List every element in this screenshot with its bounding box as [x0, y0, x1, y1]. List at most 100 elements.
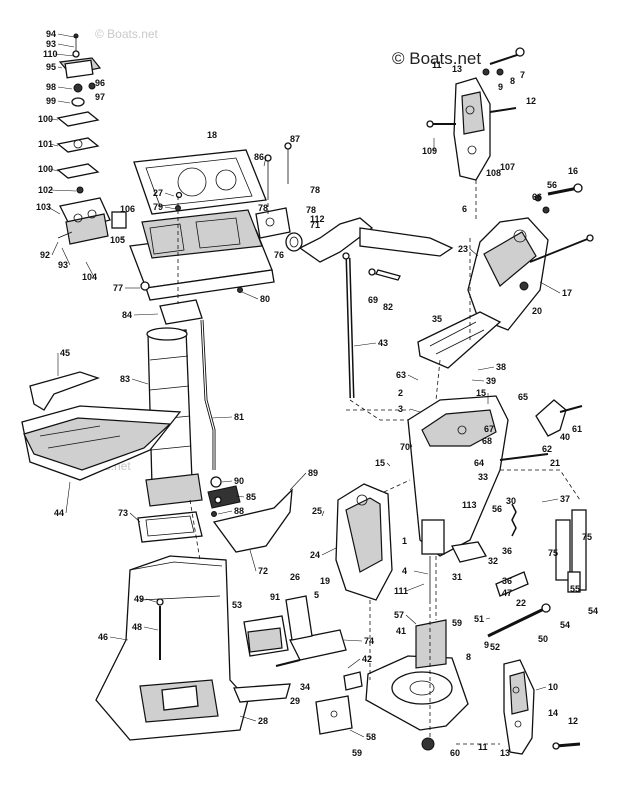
part-label-96: 96	[95, 78, 105, 88]
lower-unit	[343, 619, 469, 751]
leader-line-15b	[386, 462, 391, 467]
part-label-59b: 59	[352, 748, 362, 758]
part-label-67: 67	[484, 424, 494, 434]
leader-line-102	[49, 189, 77, 192]
part-label-36a: 36	[502, 546, 512, 556]
part-label-36b: 36	[502, 576, 512, 586]
part-label-90: 90	[234, 476, 244, 486]
leader-line-25	[321, 510, 325, 517]
leader-line-63	[407, 374, 419, 381]
bracket-85	[207, 485, 241, 509]
part-label-111: 111	[394, 586, 408, 596]
part-label-112: 112	[310, 214, 325, 224]
part-label-91: 91	[270, 592, 280, 602]
swivel-arm-top	[426, 47, 525, 181]
leader-line-79	[164, 206, 177, 210]
leader-line-37	[541, 498, 559, 503]
exhaust-cover	[29, 371, 100, 411]
part-label-99: 99	[46, 96, 56, 106]
part-label-106: 106	[120, 204, 135, 214]
leader-line-72	[249, 549, 257, 572]
part-label-95: 95	[46, 62, 56, 72]
part-label-8b: 8	[466, 652, 471, 662]
part-label-85: 85	[246, 492, 256, 502]
swivel-bracket	[407, 395, 509, 600]
part-label-61: 61	[572, 424, 582, 434]
part-label-37: 37	[560, 494, 570, 504]
washer-69	[368, 268, 376, 276]
part-label-11b: 11	[478, 742, 488, 752]
part-label-86: 86	[254, 152, 264, 162]
part-label-17: 17	[562, 288, 572, 298]
part-label-107: 107	[500, 162, 515, 172]
leader-line-93b	[61, 247, 71, 266]
leader-line-58	[349, 729, 365, 738]
part-label-65: 65	[518, 392, 528, 402]
part-label-78b: 78	[258, 203, 268, 213]
anode	[315, 695, 353, 735]
part-label-109: 109	[422, 146, 437, 156]
leader-line-89	[289, 472, 307, 491]
leader-line-74	[343, 639, 363, 642]
part-label-103: 103	[36, 202, 51, 212]
part-label-59a: 59	[452, 618, 462, 628]
part-label-42: 42	[362, 654, 372, 664]
part-label-76: 76	[274, 250, 284, 260]
assembly-lines	[177, 180, 581, 745]
part-label-24: 24	[310, 550, 320, 560]
part-label-10: 10	[548, 682, 558, 692]
strap-29	[233, 683, 291, 703]
part-label-105: 105	[110, 235, 125, 245]
part-label-53: 53	[232, 600, 242, 610]
shield-72	[212, 488, 293, 553]
part-label-82: 82	[383, 302, 393, 312]
part-label-41: 41	[396, 626, 406, 636]
leader-line-104	[85, 261, 95, 278]
leader-line-49	[145, 598, 157, 603]
leader-line-95	[57, 66, 63, 69]
exhaust-housing	[145, 327, 203, 507]
adapter-plate	[129, 149, 275, 301]
part-label-25: 25	[312, 506, 322, 516]
part-label-5: 5	[314, 590, 319, 600]
tilt-lock-lever	[535, 399, 567, 437]
part-label-62: 62	[542, 444, 552, 454]
part-label-15a: 15	[476, 388, 486, 398]
part-label-40: 40	[560, 432, 570, 442]
part-label-20: 20	[532, 306, 542, 316]
part-label-30: 30	[506, 496, 516, 506]
part-label-19: 19	[320, 576, 330, 586]
part-label-9a: 9	[498, 82, 503, 92]
watermark-faint-top: © Boats.net	[95, 27, 159, 41]
leader-line-51	[485, 617, 491, 620]
part-label-98: 98	[46, 82, 56, 92]
part-label-108: 108	[486, 168, 501, 178]
part-label-88: 88	[234, 506, 244, 516]
part-label-75a: 75	[548, 548, 558, 558]
leader-line-10	[535, 686, 547, 691]
part-label-9b: 9	[484, 640, 489, 650]
part-label-11a: 11	[432, 60, 442, 70]
leader-line-90	[221, 480, 233, 483]
part-label-52: 52	[490, 642, 500, 652]
part-label-47: 47	[502, 588, 512, 598]
part-label-6: 6	[462, 204, 467, 214]
leader-line-80	[241, 291, 259, 300]
leader-line-17	[539, 281, 561, 294]
part-label-33: 33	[478, 472, 488, 482]
part-label-31: 31	[452, 572, 462, 582]
exhaust-gasket	[159, 299, 203, 325]
part-label-38: 38	[496, 362, 506, 372]
part-label-51: 51	[474, 614, 484, 624]
part-label-56a: 56	[547, 180, 557, 190]
leader-line-57	[405, 614, 417, 625]
part-label-66: 66	[532, 192, 542, 202]
leader-line-92	[51, 241, 59, 256]
part-label-73: 73	[118, 508, 128, 518]
leader-line-88	[217, 510, 233, 515]
part-label-34: 34	[300, 682, 310, 692]
part-label-87: 87	[290, 134, 300, 144]
plate-26	[285, 595, 313, 641]
swivel-arm-bottom	[503, 659, 581, 755]
part-label-100a: 100	[38, 114, 53, 124]
